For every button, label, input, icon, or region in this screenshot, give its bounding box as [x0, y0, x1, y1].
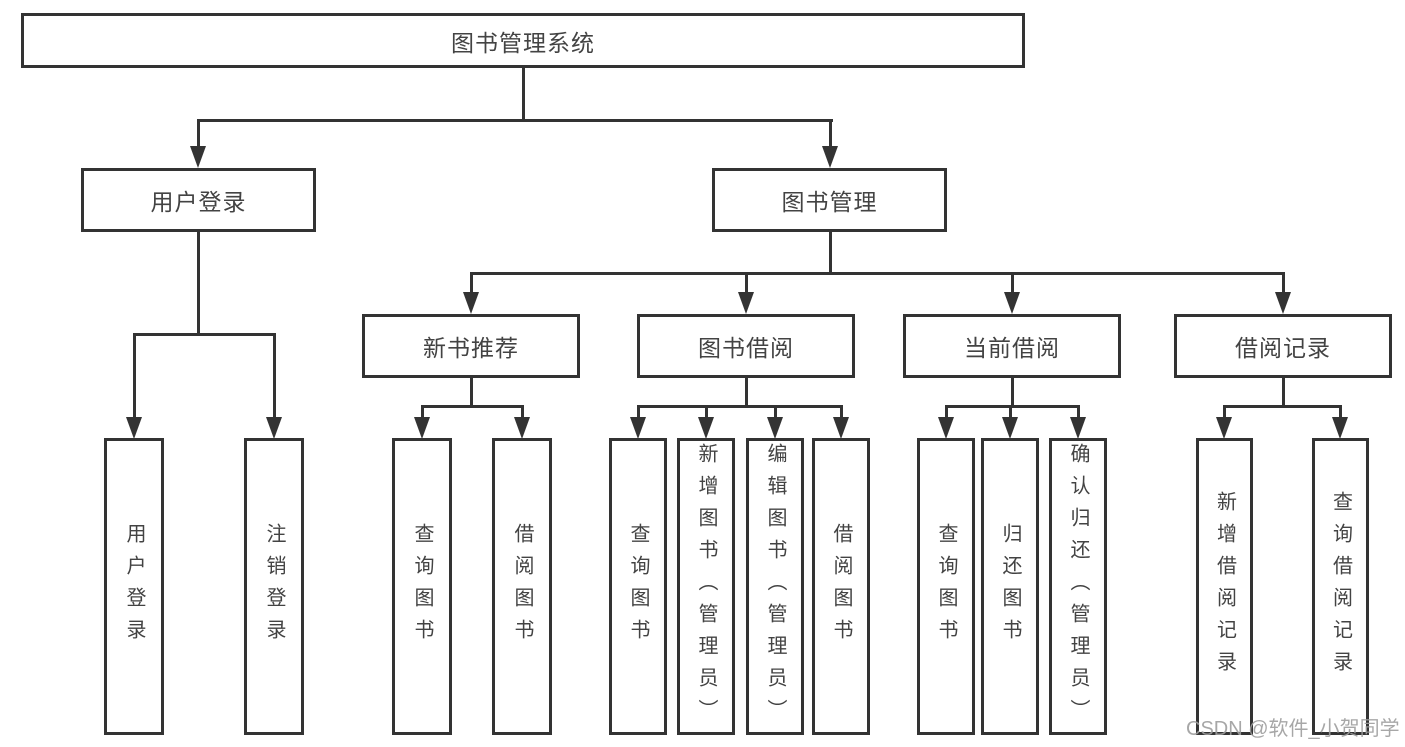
connector-drop-book-management	[829, 119, 832, 150]
connector-drop-leaf	[1077, 405, 1080, 421]
arrowhead-down-icon	[738, 292, 754, 314]
connector-drop-leaf	[521, 405, 524, 421]
node-current-borrowing: 当前借阅	[903, 314, 1121, 378]
node-book-management: 图书管理	[712, 168, 947, 232]
connector-book-borrowing-rail	[637, 405, 843, 408]
connector-drop-leaf	[637, 405, 640, 421]
leaf-query-books-2: 查询图书	[609, 438, 667, 735]
node-borrowing-records-label: 借阅记录	[1235, 335, 1331, 361]
arrowhead-down-icon	[1004, 292, 1020, 314]
node-borrowing-records: 借阅记录	[1174, 314, 1392, 378]
connector-drop-borrowing-records	[1282, 272, 1285, 298]
node-book-management-system-label: 图书管理系统	[451, 29, 595, 56]
arrowhead-down-icon	[1070, 417, 1086, 439]
connector-drop-leaf	[774, 405, 777, 421]
arrowhead-down-icon	[938, 417, 954, 439]
leaf-query-books-2-label: 查询图书	[627, 522, 649, 651]
leaf-return-books-label: 归还图书	[999, 522, 1021, 651]
leaf-borrow-books-1-label: 借阅图书	[511, 522, 533, 651]
leaf-query-books-1: 查询图书	[392, 438, 452, 735]
arrowhead-down-icon	[630, 417, 646, 439]
csdn-watermark: CSDN @软件_小贺同学	[1186, 718, 1400, 740]
connector-borrowing-records-stem	[1282, 378, 1285, 406]
arrowhead-down-icon	[126, 417, 142, 439]
connector-drop-book-borrowing	[745, 272, 748, 298]
connector-book-borrowing-stem	[745, 378, 748, 406]
node-book-borrowing: 图书借阅	[637, 314, 855, 378]
leaf-borrow-books-2-label: 借阅图书	[830, 522, 852, 651]
connector-drop-leaf	[421, 405, 424, 421]
arrowhead-down-icon	[1002, 417, 1018, 439]
arrowhead-down-icon	[833, 417, 849, 439]
leaf-query-borrow-record-label: 查询借阅记录	[1329, 490, 1352, 683]
arrowhead-down-icon	[1332, 417, 1348, 439]
leaf-query-books-3-label: 查询图书	[935, 522, 957, 651]
connector-drop-user-login	[197, 119, 200, 150]
leaf-borrow-books-2: 借阅图书	[812, 438, 870, 735]
arrowhead-down-icon	[1275, 292, 1291, 314]
leaf-add-borrow-record-label: 新增借阅记录	[1213, 490, 1236, 683]
leaf-add-books-admin-label: 新增图书（管理员）	[695, 442, 717, 731]
connector-drop-leaf-logout	[273, 333, 276, 421]
connector-new-book-stem	[470, 378, 473, 406]
leaf-confirm-return-admin: 确认归还（管理员）	[1049, 438, 1107, 735]
arrowhead-down-icon	[514, 417, 530, 439]
leaf-borrow-books-1: 借阅图书	[492, 438, 552, 735]
arrowhead-down-icon	[767, 417, 783, 439]
leaf-query-books-1-label: 查询图书	[411, 522, 433, 651]
arrowhead-down-icon	[266, 417, 282, 439]
leaf-user-login: 用户登录	[104, 438, 164, 735]
connector-drop-leaf	[1339, 405, 1342, 421]
connector-drop-leaf	[1223, 405, 1226, 421]
arrowhead-down-icon	[414, 417, 430, 439]
node-book-management-system: 图书管理系统	[21, 13, 1025, 68]
arrowhead-down-icon	[190, 146, 206, 168]
node-book-management-label: 图书管理	[781, 189, 878, 215]
connector-drop-leaf	[945, 405, 948, 421]
arrowhead-down-icon	[698, 417, 714, 439]
leaf-query-borrow-record: 查询借阅记录	[1312, 438, 1369, 735]
node-book-borrowing-label: 图书借阅	[698, 335, 794, 361]
connector-drop-leaf	[1009, 405, 1012, 421]
connector-level1-rail	[197, 119, 833, 122]
connector-drop-leaf-user-login	[133, 333, 136, 421]
connector-drop-new-book-recommendation	[470, 272, 473, 298]
arrowhead-down-icon	[822, 146, 838, 168]
connector-root-stem	[522, 68, 525, 120]
leaf-user-login-label: 用户登录	[123, 522, 145, 651]
node-new-book-recommendation-label: 新书推荐	[423, 335, 519, 361]
node-user-login: 用户登录	[81, 168, 316, 232]
leaf-add-books-admin: 新增图书（管理员）	[677, 438, 735, 735]
node-user-login-label: 用户登录	[150, 189, 247, 215]
arrowhead-down-icon	[1216, 417, 1232, 439]
leaf-return-books: 归还图书	[981, 438, 1039, 735]
leaf-confirm-return-admin-label: 确认归还（管理员）	[1067, 442, 1089, 731]
arrowhead-down-icon	[463, 292, 479, 314]
connector-current-borrowing-stem	[1011, 378, 1014, 406]
connector-drop-leaf	[705, 405, 708, 421]
leaf-edit-books-admin: 编辑图书（管理员）	[746, 438, 804, 735]
leaf-logout: 注销登录	[244, 438, 304, 735]
connector-borrowing-records-rail	[1223, 405, 1342, 408]
node-current-borrowing-label: 当前借阅	[964, 335, 1060, 361]
connector-drop-current-borrowing	[1011, 272, 1014, 298]
node-new-book-recommendation: 新书推荐	[362, 314, 580, 378]
leaf-query-books-3: 查询图书	[917, 438, 975, 735]
connector-user-login-rail	[133, 333, 276, 336]
connector-level3-rail	[470, 272, 1285, 275]
connector-drop-leaf	[840, 405, 843, 421]
leaf-add-borrow-record: 新增借阅记录	[1196, 438, 1253, 735]
leaf-logout-label: 注销登录	[263, 522, 285, 651]
connector-book-management-stem	[829, 232, 832, 274]
connector-current-borrowing-rail	[945, 405, 1079, 408]
connector-new-book-rail	[421, 405, 524, 408]
leaf-edit-books-admin-label: 编辑图书（管理员）	[764, 442, 786, 731]
connector-user-login-stem	[197, 232, 200, 334]
